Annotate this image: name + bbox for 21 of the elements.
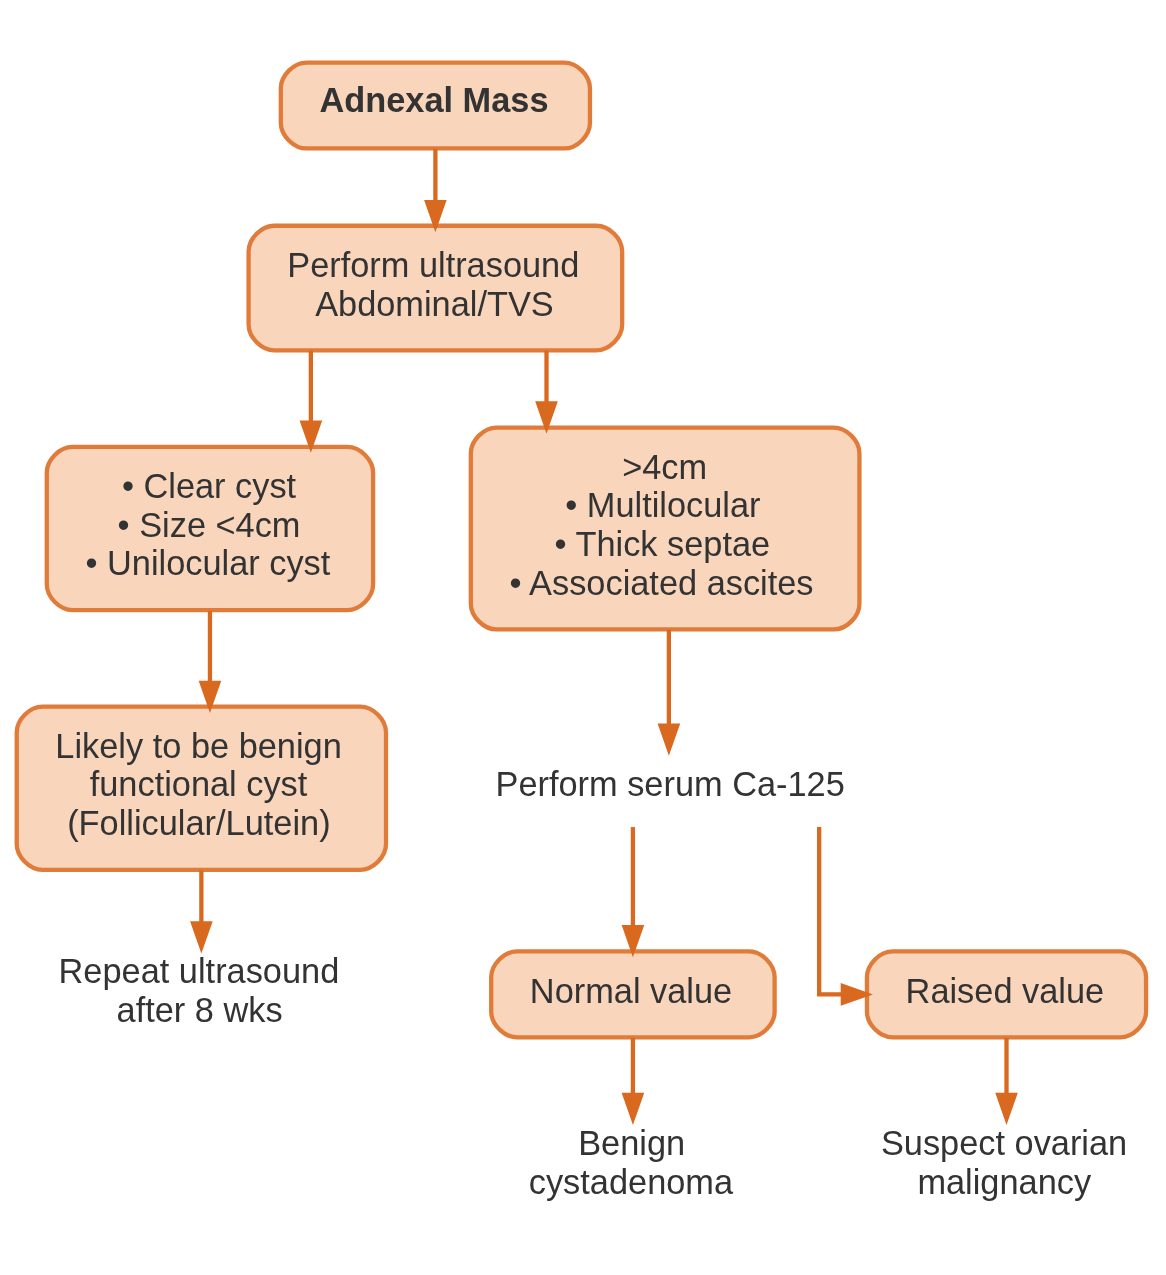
- arrow: [535, 350, 558, 434]
- node-box: • Clear cyst • Size <4cm • Unilocular cyst: [44, 444, 376, 612]
- node-text: Repeat ultrasound after 8 wks: [58, 951, 340, 1029]
- node-text: Suspect ovarian malignancy: [880, 1123, 1128, 1201]
- node-box: Normal value: [489, 948, 777, 1039]
- arrow: [817, 826, 873, 1006]
- node-box: Adnexal Mass: [278, 59, 593, 151]
- node-text: Benign cystadenoma: [528, 1123, 734, 1201]
- arrow: [995, 1037, 1018, 1125]
- node-box: >4cm • Multilocular • Thick septae • Associated ascites: [468, 424, 862, 632]
- arrow: [424, 148, 447, 232]
- arrow: [621, 1037, 645, 1125]
- arrow: [621, 826, 645, 957]
- node-box: Likely to be benign functional cyst (Follicular/Lutein): [14, 704, 389, 872]
- arrow: [299, 350, 323, 453]
- node-text: Perform serum Ca-125: [495, 764, 845, 803]
- arrow: [657, 629, 681, 756]
- arrow: [190, 869, 213, 954]
- arrow: [198, 610, 222, 713]
- node-box: Perform ultrasound Abdominal/TVS: [246, 223, 625, 352]
- node-box: Raised value: [864, 948, 1149, 1039]
